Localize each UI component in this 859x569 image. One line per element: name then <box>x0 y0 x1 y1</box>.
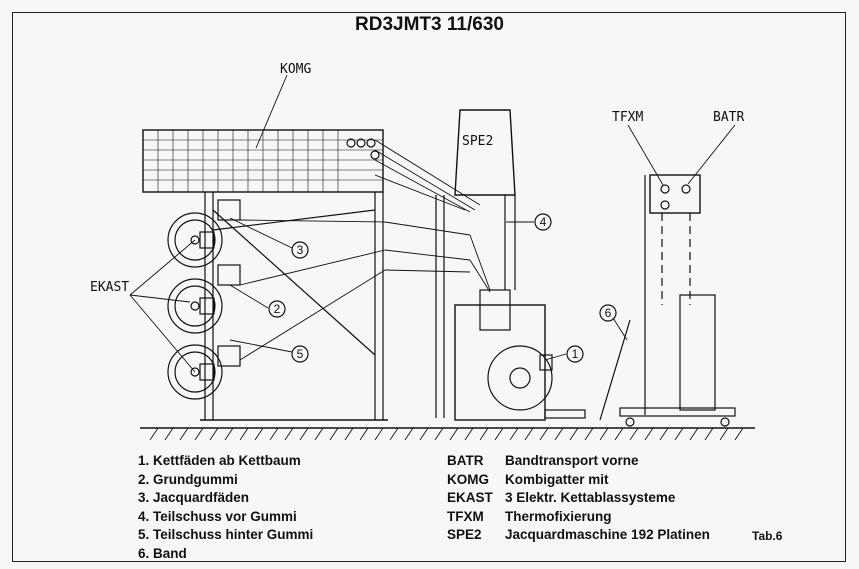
warp-threads <box>239 139 491 361</box>
komg-label: KOMG <box>280 62 311 77</box>
spe2-label: SPE2 <box>462 134 493 149</box>
ekast-reels <box>167 199 241 400</box>
svg-text:1: 1 <box>572 347 579 361</box>
callout-5: 5 <box>291 345 309 363</box>
callout-1: 1 <box>566 345 584 363</box>
table-reference: Tab.6 <box>752 529 783 543</box>
floor <box>140 427 755 441</box>
spe2-jacquard <box>435 109 586 421</box>
tfxm-label: TFXM <box>612 110 643 125</box>
svg-text:3: 3 <box>297 243 304 257</box>
komg-creel <box>142 129 388 421</box>
legend-numbered: 1. Kettfäden ab Kettbaum 2. Grundgummi 3… <box>138 452 313 563</box>
svg-text:4: 4 <box>540 215 547 229</box>
legend-item-4: 4. Teilschuss vor Gummi <box>138 508 297 524</box>
sheet-border <box>12 12 846 562</box>
legend-item-5: 5. Teilschuss hinter Gummi <box>138 527 314 542</box>
leader-lines <box>129 74 736 373</box>
svg-text:2: 2 <box>274 302 281 316</box>
tfxm-unit <box>599 174 736 427</box>
diagram-title: RD3JMT3 11/630 <box>355 14 504 35</box>
legend-item-1: 1. Kettfäden ab Kettbaum <box>138 453 301 468</box>
ekast-label: EKAST <box>90 280 129 295</box>
callout-4: 4 <box>534 213 552 231</box>
legend-item-3: 3. Jacquardfäden <box>138 490 250 505</box>
batr-label: BATR <box>713 110 744 125</box>
legend-item-6: 6. Band <box>138 545 187 561</box>
legend-item-2: 2. Grundgummi <box>138 471 238 487</box>
svg-text:6: 6 <box>605 306 612 320</box>
callout-6: 6 <box>599 304 617 322</box>
svg-text:5: 5 <box>297 347 304 361</box>
callout-3: 3 <box>291 241 309 259</box>
callout-2: 2 <box>268 300 286 318</box>
